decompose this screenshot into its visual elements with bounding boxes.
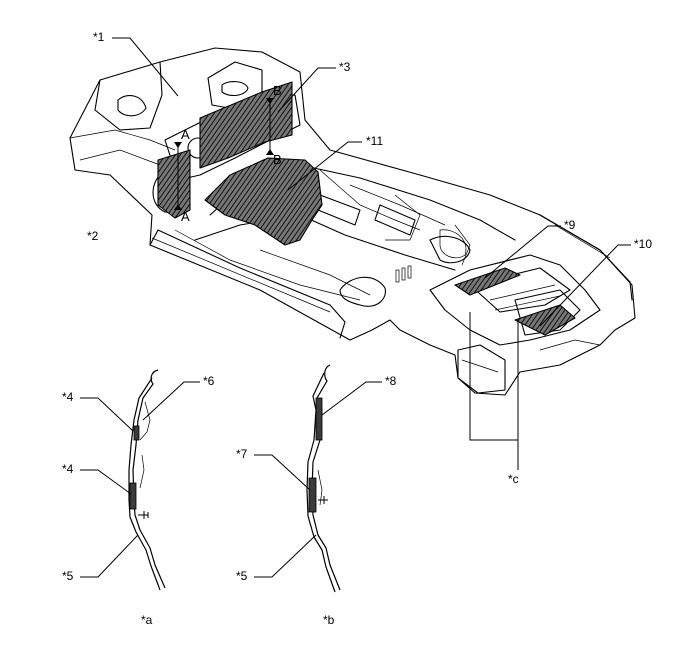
- insulator-front-left: [157, 149, 191, 219]
- section-b-insulator-lower: [308, 477, 317, 513]
- callout-2-label: *2: [87, 229, 99, 243]
- insulator-trunk: [514, 304, 576, 336]
- section-b-callout-8: *8: [385, 374, 397, 388]
- vehicle-body-shell: [69, 47, 636, 396]
- section-b-callout-7: *7: [236, 447, 248, 461]
- callout-9: *9: [484, 218, 576, 279]
- callout-3: *3: [277, 60, 351, 113]
- section-a-insulator-upper: [133, 425, 140, 441]
- section-b-bottom-label: B: [273, 152, 282, 167]
- section-a-callout-6: *6: [203, 374, 215, 388]
- callout-c-label: *c: [508, 472, 519, 486]
- section-view-a: *4 *4 *5 *6 *a: [62, 369, 215, 627]
- section-a-callout-5: *5: [62, 569, 74, 583]
- section-a-title: *a: [141, 613, 153, 627]
- callout-10-label: *10: [634, 237, 652, 251]
- callout-11-label: *11: [366, 134, 383, 148]
- insulator-dash-panel: [199, 81, 293, 169]
- callout-10: *10: [539, 237, 652, 327]
- section-a-callout-4-upper: *4: [62, 390, 74, 404]
- section-a-indicator: A A: [174, 127, 190, 224]
- section-view-b: *8 *7 *5 *b: [236, 364, 397, 627]
- section-b-indicator: B B: [266, 83, 282, 167]
- section-b-callout-5: *5: [236, 569, 248, 583]
- section-a-insulator-lower: [129, 482, 137, 510]
- insulator-rear-floor: [454, 267, 521, 296]
- callout-1: *1: [93, 30, 179, 97]
- callout-c-bracket: *c: [469, 312, 519, 486]
- section-b-insulator-upper: [315, 397, 323, 441]
- callout-9-label: *9: [564, 218, 576, 232]
- callout-2: *2: [87, 229, 99, 243]
- section-a-top-label: A: [181, 127, 190, 142]
- callout-3-label: *3: [339, 60, 351, 74]
- callout-11: *11: [287, 134, 383, 191]
- section-b-title: *b: [323, 613, 335, 627]
- section-a-callout-4-lower: *4: [62, 462, 74, 476]
- insulator-floor-center: [204, 157, 323, 246]
- callout-1-label: *1: [93, 30, 105, 44]
- section-b-top-label: B: [273, 83, 282, 98]
- rear-seat-bolts: [395, 265, 412, 283]
- section-a-bottom-label: A: [181, 209, 190, 224]
